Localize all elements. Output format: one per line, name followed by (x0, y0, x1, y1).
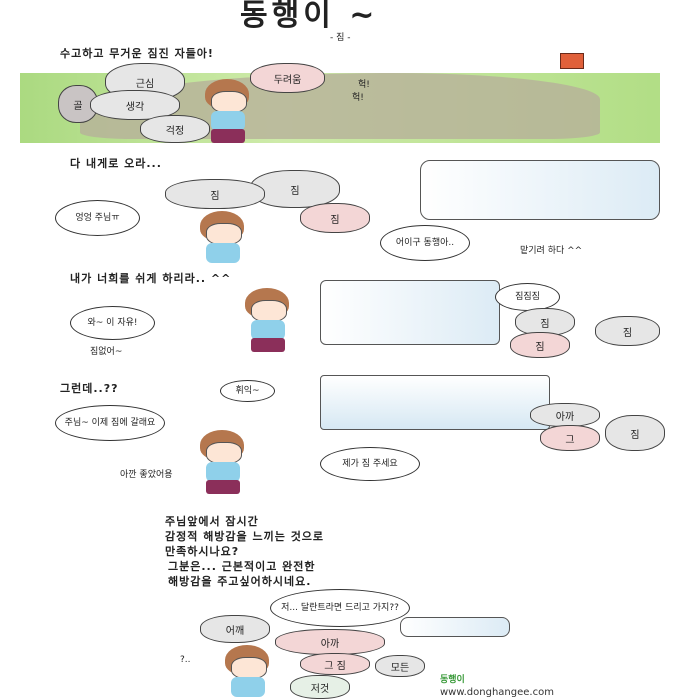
burden-rock: 짐 (510, 332, 570, 358)
comic-subtitle: - 짐 - (330, 33, 351, 43)
burden-rock: 그 짐 (300, 653, 370, 675)
jesus-arm (400, 617, 510, 637)
aside-text: 맡기려 하다 ^^ (520, 246, 583, 256)
kid-speech-bubble: 와~ 이 자유! (70, 306, 155, 340)
jesus-speech-bubble: 저... 달란트라면 드리고 가지?? (270, 589, 410, 627)
burden-rock: 그 (540, 425, 600, 451)
aside-text: 짐없어~ (90, 347, 123, 357)
caption-line: 만족하시나요? (165, 545, 240, 558)
jesus-speech-bubble: 어이구 동행아.. (380, 225, 470, 261)
jesus-robe (320, 280, 500, 345)
panel-5: 주님앞에서 잠시간 감정적 해방감을 느끼는 것으로 만족하시나요? 그분은..… (0, 505, 700, 700)
panel-2-caption: 다 내게로 오라... (70, 157, 162, 170)
panel-2: 다 내게로 오라... 짐 짐 짐 엉엉 주님ㅠ 어이구 동행아.. 맡기려 하… (0, 155, 700, 270)
signature-logo: 동행이 (440, 675, 465, 685)
sfx: 헉! (358, 80, 370, 90)
panel-1-caption: 수고하고 무거운 짐진 자들아! (60, 47, 214, 60)
burden-rock: 어깨 (200, 615, 270, 643)
panel-4: 그런데..?? 휘익~ 주님~ 이제 짐에 갈래요 아깐 좋았어용 제가 짐 주… (0, 375, 700, 494)
burden-rock: 걱정 (140, 115, 210, 143)
burden-rock: 두려움 (250, 63, 325, 93)
sfx: 헉! (352, 93, 364, 103)
burden-rock: 짐 (165, 179, 265, 209)
comic-title: 동행이 ~ (240, 0, 379, 33)
burden-rock: 아까 (275, 629, 385, 655)
caption-line: 그분은... 근본적이고 완전한 (168, 560, 316, 573)
burden-rock: 모든 (375, 655, 425, 677)
kid-speech-bubble: 제가 짐 주세요 (320, 447, 420, 481)
panel-3-caption: 내가 너희를 쉬게 하리라.. ^^ (70, 272, 232, 285)
burden-rock: 짐 (300, 203, 370, 233)
kid-speech-bubble: 주님~ 이제 짐에 갈래요 (55, 405, 165, 441)
aside-text: 아깐 좋았어용 (120, 470, 173, 480)
kid-speech-bubble: 엉엉 주님ㅠ (55, 200, 140, 236)
jesus-robe (420, 160, 660, 220)
burden-rock: 짐 (595, 316, 660, 346)
jesus-robe (320, 375, 550, 430)
burden-rock: 저것 (290, 675, 350, 699)
jesus-speech-bubble: 짐짐짐 (495, 283, 560, 311)
burden-rock: 아까 (530, 403, 600, 427)
panel-1: 수고하고 무거운 짐진 자들아! 근심 두려움 골 생각 걱정 헉! 헉! (0, 45, 700, 150)
panel-3: 내가 너희를 쉬게 하리라.. ^^ 와~ 이 자유! 짐없어~ 짐짐짐 짐 짐… (0, 268, 700, 368)
panel-4-caption: 그런데..?? (60, 382, 119, 395)
website-url[interactable]: www.donghangee.com (440, 687, 554, 698)
confused-sfx: ?.. (180, 655, 191, 665)
sfx-bubble: 휘익~ (220, 380, 275, 402)
house-icon (560, 53, 584, 69)
caption-line: 주님앞에서 잠시간 (165, 515, 259, 528)
burden-rock: 짐 (250, 170, 340, 208)
caption-line: 감정적 해방감을 느끼는 것으로 (165, 530, 325, 543)
burden-rock: 짐 (605, 415, 665, 451)
caption-line: 해방감을 주고싶어하시네요. (168, 575, 312, 588)
